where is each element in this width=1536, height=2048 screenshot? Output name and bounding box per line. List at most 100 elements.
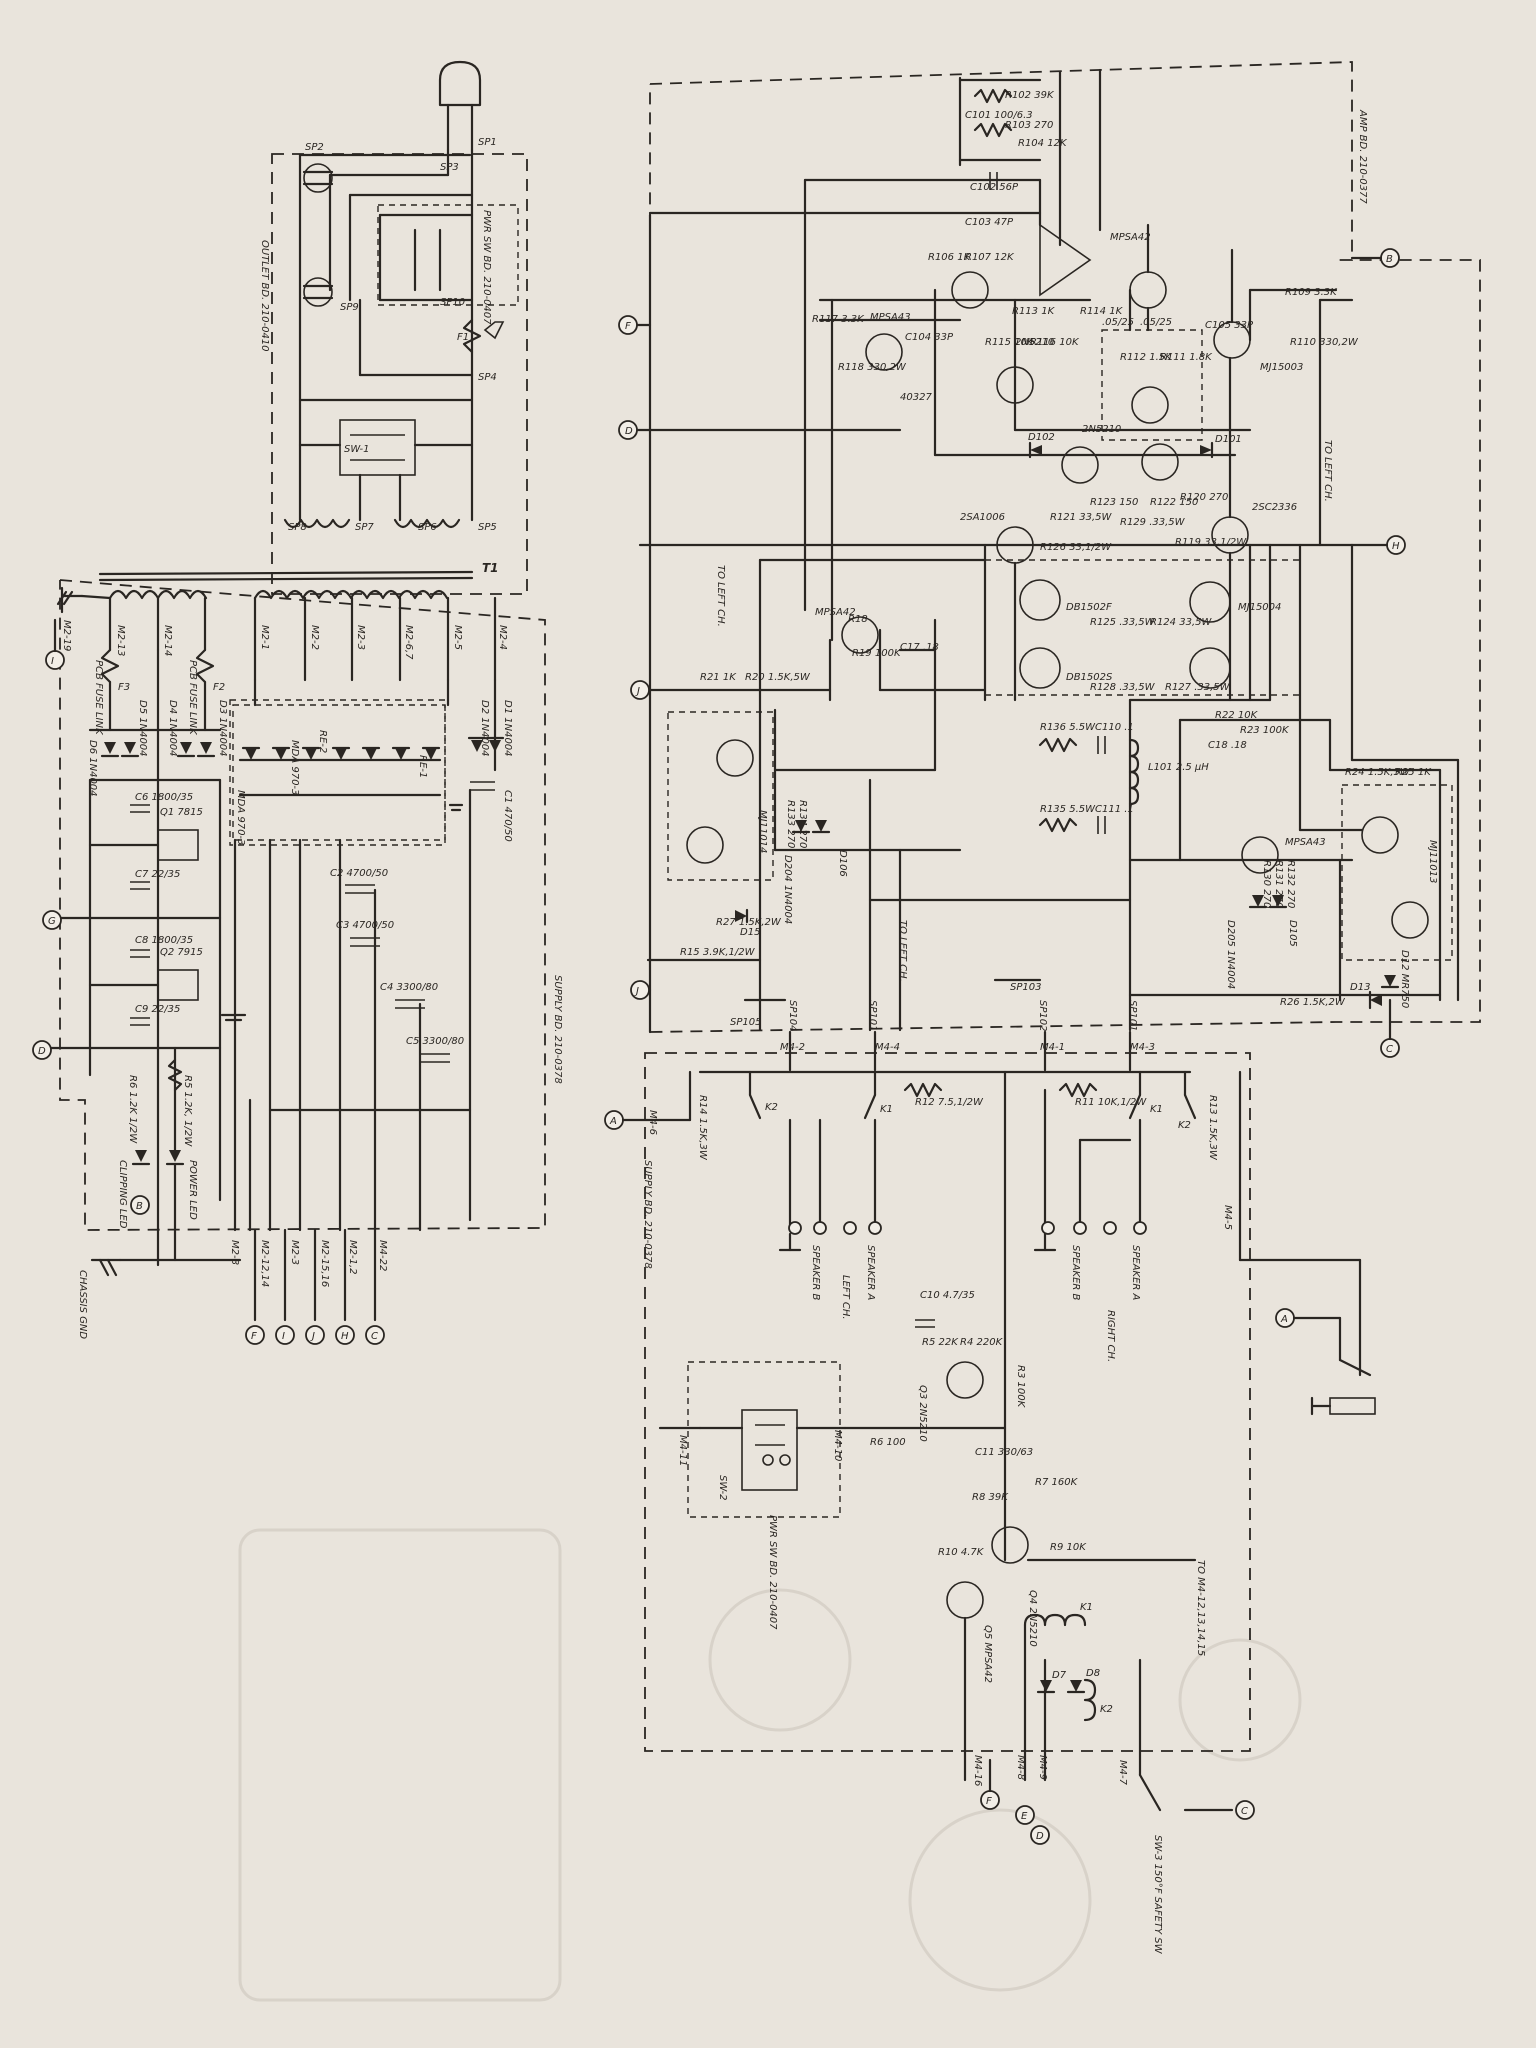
r127-label: R127 .33,5W xyxy=(1165,682,1231,693)
q-mps-2: MPSA42 xyxy=(1110,232,1151,243)
d105-label: D105 xyxy=(1287,920,1298,947)
r5-label: R5 1.2K, 1/2W xyxy=(182,1075,193,1147)
fuse-link-1-label: PCB FUSE LINK xyxy=(93,660,104,736)
r14-label: R14 1.5K,3W xyxy=(697,1095,708,1161)
pin-sp102: SP102 xyxy=(1037,1000,1048,1031)
c104-label: C104 33P xyxy=(905,332,954,343)
supply-board-outline xyxy=(59,579,546,1231)
r4-label: R4 220K xyxy=(960,1337,1004,1348)
term-f2: F xyxy=(986,1796,992,1807)
d7-label: D7 xyxy=(1052,1670,1067,1681)
left-ch-label: LEFT CH. xyxy=(840,1275,851,1320)
to-left-ch-3: TO LEFT CH. xyxy=(897,920,908,982)
r27-label: R27 1.5K,2W xyxy=(716,917,782,928)
r24-label: R24 1.5K,5W xyxy=(1345,767,1411,778)
q1-mj11014: MJ11014 xyxy=(757,810,768,853)
c6-label: C6 1800/35 xyxy=(135,792,193,803)
r115-label: R115 10K xyxy=(985,337,1035,348)
pin-m2-6: M2-6,7 xyxy=(403,625,414,660)
re1-label: RE-1 xyxy=(417,755,428,778)
supply-bd-label: SUPPLY BD. 210-0378 xyxy=(552,975,563,1084)
pin-m2-3: M2-3 xyxy=(355,625,366,650)
pwr-sw-board-outline xyxy=(377,204,519,306)
d13-label: D13 xyxy=(1350,982,1370,993)
q2-mj11013: MJ11013 xyxy=(1427,840,1438,883)
r20-label: R20 1.5K,5W xyxy=(745,672,811,683)
supply-board: M2-19 M2-13 M2-14 M2-1 M2-2 M2-3 M2-6,7 … xyxy=(48,596,563,1339)
pin-bottom-1: M2-12,14 xyxy=(259,1240,270,1287)
pin-bottom-5: M4-22 xyxy=(377,1240,388,1271)
sp8-label: SP8 xyxy=(288,522,307,533)
pin-m4-10: M4-10 xyxy=(832,1430,843,1461)
q4-label: Q4 2N5210 xyxy=(1027,1590,1038,1647)
r13-label: R13 1.5K,3W xyxy=(1207,1095,1218,1161)
l101-label: L101 2.5 μH xyxy=(1148,762,1209,773)
pin-m2-13: M2-13 xyxy=(115,625,126,656)
sp1-label: SP1 xyxy=(478,137,497,148)
term-a2: A xyxy=(1280,1314,1288,1325)
q5-label: Q5 MPSA42 xyxy=(982,1625,993,1683)
pin-m2-2: M2-2 xyxy=(309,625,320,650)
q101-dashed xyxy=(1101,329,1203,441)
r22-label: R22 10K xyxy=(1215,710,1259,721)
pwr-sw-bd-label: PWR SW BD. 210-0407 xyxy=(481,210,492,325)
term-j: J xyxy=(635,686,640,697)
bottom-left-pins: M2-8 M2-12,14 M2-3 M2-15,16 M2-1,2 M4-22… xyxy=(229,1228,388,1345)
re4-label: MDA 970-3 xyxy=(235,790,246,845)
pin-sp103: SP103 xyxy=(1010,982,1041,993)
r18-label: R18 xyxy=(848,614,868,625)
k2-label: K2 xyxy=(1100,1704,1113,1715)
r12-label: R12 7.5,1/2W xyxy=(915,1097,984,1108)
pin-m4-9: M4-9 xyxy=(1037,1755,1048,1780)
q1q7-dashed xyxy=(667,711,774,881)
term-bottom-1: I xyxy=(282,1331,285,1342)
amp-board: R102 39K R103 270 C101 100/6.3 R104 12K … xyxy=(618,68,1460,1058)
pin-m4-5: M4-5 xyxy=(1222,1205,1233,1230)
r119-label: R119 33,1/2W xyxy=(1175,537,1247,548)
r23-label: R23 100K xyxy=(1240,725,1290,736)
left-terminals: G D B I xyxy=(32,618,150,1215)
r123-label: R123 150 xyxy=(1090,497,1138,508)
c101-label: C101 100/6.3 xyxy=(965,110,1033,121)
term-bottom-0: F xyxy=(251,1331,257,1342)
term-f: F xyxy=(625,321,631,332)
ac-plug xyxy=(438,60,482,152)
c1-label: C1 470/50 xyxy=(502,790,513,842)
amp-board-outline xyxy=(649,61,1481,1033)
speaker-a-left: SPEAKER A xyxy=(865,1245,876,1301)
d1-label: D1 1N4004 xyxy=(502,700,513,757)
c111-label: C111 .1 xyxy=(1095,804,1134,815)
pwr-sw-bd2-label: PWR SW BD. 210-0407 xyxy=(767,1515,778,1630)
pin-m2-14: M2-14 xyxy=(162,625,173,656)
sub-board-dashed xyxy=(229,699,446,846)
r133-label: R133 270 xyxy=(785,800,796,848)
r111-label: R111 1.8K xyxy=(1160,352,1213,363)
r128-label: R128 .33,5W xyxy=(1090,682,1156,693)
r19-label: R19 100K xyxy=(852,648,902,659)
r11-label: R11 10K,1/2W xyxy=(1075,1097,1147,1108)
pin-bottom-3: M2-15,16 xyxy=(319,1240,330,1287)
d6-label: D6 1N4004 xyxy=(87,740,98,797)
q-mj-1: MJ15003 xyxy=(1260,362,1303,373)
q3-label: Q3 2N5210 xyxy=(917,1385,928,1442)
pwr-sw2-board-outline xyxy=(687,1361,841,1518)
sp2-label: SP2 xyxy=(305,142,324,153)
chassis-gnd-label: CHASSIS GND xyxy=(77,1270,88,1339)
q-40327: 40327 xyxy=(900,392,932,403)
r125-label: R125 .33,5W xyxy=(1090,617,1156,628)
sp7-label: SP7 xyxy=(355,522,374,533)
r6b-label: R6 100 xyxy=(870,1437,906,1448)
term-e: E xyxy=(1021,1811,1028,1822)
k2a-label: K2 xyxy=(765,1102,778,1113)
to-left-ch-1: TO LEFT CH. xyxy=(715,565,726,627)
r135-label: R135 5.5W xyxy=(1040,804,1096,815)
sp4-label: SP4 xyxy=(478,372,497,383)
sp9-label: SP9 xyxy=(340,302,359,313)
d15-label: D15 xyxy=(740,927,760,938)
r129-label: R129 .33,5W xyxy=(1120,517,1186,528)
q2-reg-label: Q2 7915 xyxy=(160,947,203,958)
pin-bottom-2: M2-3 xyxy=(289,1240,300,1265)
r112-label: R112 1.5K xyxy=(1120,352,1173,363)
amp-bd-label: AMP BD. 210-0377 xyxy=(1357,109,1368,204)
